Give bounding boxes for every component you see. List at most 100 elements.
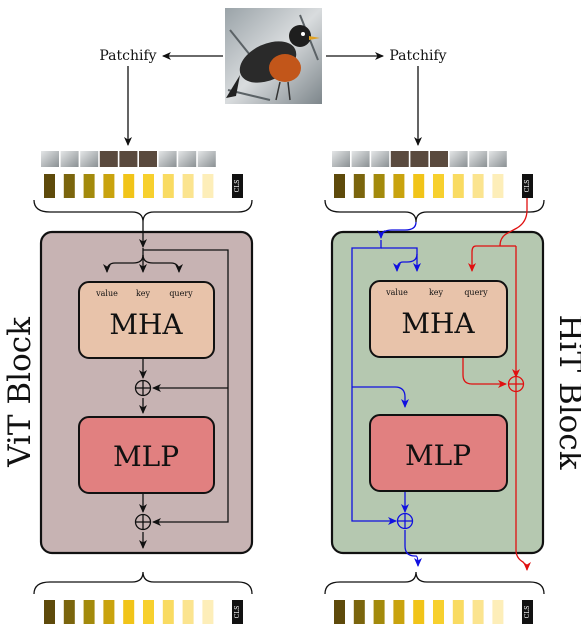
vit-connectors	[103, 222, 229, 549]
right-patchify-label: Patchify	[389, 48, 446, 64]
token	[492, 174, 504, 198]
token	[202, 174, 214, 198]
image-patch	[139, 151, 157, 167]
token	[373, 174, 385, 198]
left-top-brace	[33, 199, 253, 223]
token	[472, 600, 484, 624]
token	[83, 600, 95, 624]
image-patch	[488, 151, 507, 167]
image-patch	[80, 151, 99, 167]
image-patch	[178, 151, 197, 167]
hit-value-label: value	[385, 288, 408, 297]
left-patchify-label: Patchify	[99, 48, 156, 64]
vit-block-label: ViT Block	[2, 317, 38, 468]
vit-key-label: key	[136, 289, 151, 298]
svg-text:CLS: CLS	[524, 606, 531, 619]
hit-residual-add-blue	[396, 512, 414, 530]
image-patch	[410, 151, 429, 167]
right-top-brace	[324, 199, 545, 223]
svg-text:CLS: CLS	[524, 180, 531, 193]
token	[143, 600, 154, 624]
token	[353, 600, 365, 624]
token	[492, 600, 504, 624]
vit-value-label: value	[95, 289, 118, 298]
right-bottom-cls-token: CLS	[522, 600, 533, 624]
token	[472, 174, 484, 198]
token	[63, 600, 75, 624]
token	[63, 174, 75, 198]
image-patch	[351, 151, 370, 167]
svg-text:CLS: CLS	[234, 180, 241, 193]
token	[103, 600, 115, 624]
left-bottom-cls-token: CLS	[232, 600, 243, 624]
right-input-tokens	[334, 174, 504, 198]
vit-mha-label: MHA	[109, 308, 183, 341]
token	[452, 174, 464, 198]
right-output-tokens	[334, 600, 504, 624]
hit-query-label: query	[464, 288, 488, 297]
token	[373, 600, 385, 624]
image-patch	[99, 151, 118, 167]
left-top-cls-token: CLS	[232, 174, 243, 198]
left-input-tokens	[44, 174, 214, 198]
right-image-patches	[332, 151, 507, 167]
vit-residual-add-2	[134, 513, 152, 531]
left-bottom-brace	[33, 571, 253, 595]
token	[182, 174, 194, 198]
left-image-patches	[41, 151, 216, 167]
hit-blue-connectors	[351, 221, 422, 567]
right-top-cls-token: CLS	[522, 174, 533, 198]
token	[143, 174, 154, 198]
hit-mha-label: MHA	[401, 307, 475, 340]
token	[353, 174, 365, 198]
hit-mlp-box	[369, 414, 508, 492]
image-patch	[41, 151, 59, 167]
vit-mlp-box	[78, 416, 215, 494]
hit-key-label: key	[429, 288, 444, 297]
image-patch	[60, 151, 79, 167]
vit-mlp-label: MLP	[113, 440, 179, 473]
token	[452, 600, 464, 624]
input-image	[225, 8, 322, 104]
svg-text:CLS: CLS	[234, 606, 241, 619]
hit-block-label: HiT Block	[552, 315, 581, 470]
token	[202, 600, 214, 624]
vit-block	[39, 230, 254, 555]
vit-mha-box	[78, 281, 215, 359]
token	[44, 174, 55, 198]
token	[162, 174, 174, 198]
token	[123, 174, 135, 198]
token	[413, 600, 425, 624]
token	[103, 174, 115, 198]
token	[393, 174, 405, 198]
right-bottom-brace	[324, 571, 545, 595]
token	[433, 600, 444, 624]
image-patch	[430, 151, 448, 167]
token	[83, 174, 95, 198]
left-output-tokens	[44, 600, 214, 624]
hit-mha-box	[369, 280, 508, 358]
image-patch	[197, 151, 216, 167]
hit-red-connectors	[462, 198, 531, 571]
hit-mlp-label: MLP	[405, 439, 471, 472]
hit-residual-add-red	[507, 375, 525, 393]
image-patch	[119, 151, 138, 167]
vit-query-label: query	[169, 289, 193, 298]
token	[433, 174, 444, 198]
token	[162, 600, 174, 624]
image-patch	[371, 151, 390, 167]
image-patch	[469, 151, 488, 167]
image-patch	[390, 151, 409, 167]
token	[44, 600, 55, 624]
image-patch	[449, 151, 468, 167]
image-patch	[332, 151, 350, 167]
token	[182, 600, 194, 624]
image-patch	[158, 151, 177, 167]
token	[413, 174, 425, 198]
token	[334, 600, 345, 624]
token	[334, 174, 345, 198]
vit-residual-add-1	[134, 379, 152, 397]
token	[393, 600, 405, 624]
token	[123, 600, 135, 624]
